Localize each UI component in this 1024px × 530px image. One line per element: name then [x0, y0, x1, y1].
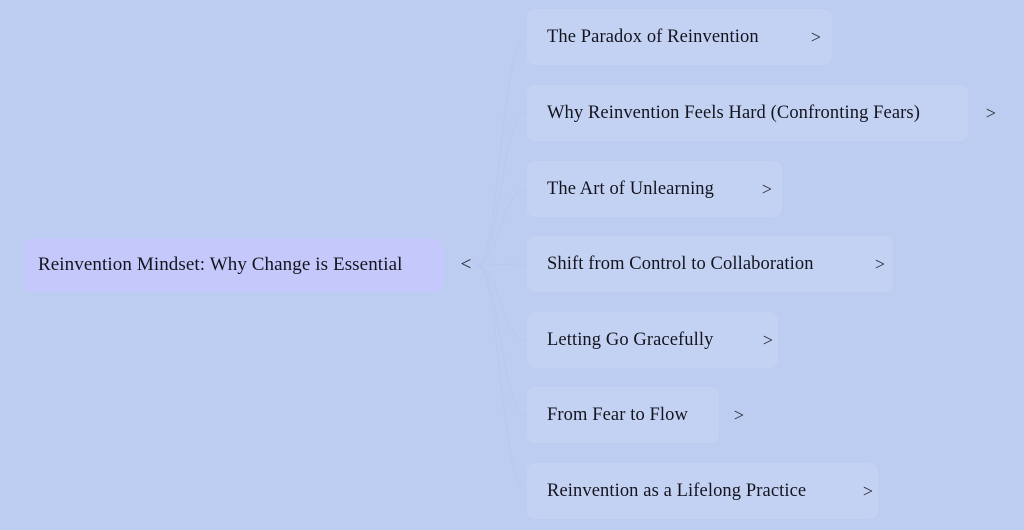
expand-right-chevron-icon[interactable]: >	[874, 253, 886, 274]
child-node-label: From Fear to Flow	[547, 404, 688, 425]
child-node-label: Reinvention as a Lifelong Practice	[547, 480, 807, 501]
root-node-label: Reinvention Mindset: Why Change is Essen…	[38, 253, 403, 275]
child-node-label: Why Reinvention Feels Hard (Confronting …	[547, 102, 920, 123]
child-node-label: The Art of Unlearning	[547, 178, 715, 199]
child-node-label: Shift from Control to Collaboration	[547, 253, 814, 274]
root-node[interactable]: Reinvention Mindset: Why Change is Essen…	[24, 238, 443, 292]
child-node-shift-from-control-to-collaboration[interactable]: Shift from Control to Collaboration	[527, 236, 893, 292]
expand-right-chevron-icon[interactable]: >	[733, 404, 745, 425]
child-node-letting-go-gracefully[interactable]: Letting Go Gracefully	[527, 312, 778, 368]
expand-right-chevron-icon[interactable]: >	[985, 102, 997, 123]
expand-right-chevron-icon[interactable]: >	[761, 178, 773, 199]
expand-right-chevron-icon[interactable]: >	[810, 26, 822, 47]
child-node-label: Letting Go Gracefully	[547, 329, 714, 350]
expand-right-chevron-icon[interactable]: >	[762, 329, 774, 350]
child-node-label: The Paradox of Reinvention	[547, 26, 759, 47]
child-node-why-reinvention-feels-hard[interactable]: Why Reinvention Feels Hard (Confronting …	[527, 85, 968, 141]
root-collapse-left-chevron-icon[interactable]: <	[460, 254, 472, 275]
child-node-reinvention-as-a-lifelong-practice[interactable]: Reinvention as a Lifelong Practice	[527, 463, 878, 519]
expand-right-chevron-icon[interactable]: >	[862, 480, 874, 501]
child-node-the-paradox-of-reinvention[interactable]: The Paradox of Reinvention	[527, 9, 832, 65]
child-node-from-fear-to-flow[interactable]: From Fear to Flow	[527, 387, 719, 443]
child-node-the-art-of-unlearning[interactable]: The Art of Unlearning	[527, 161, 782, 217]
